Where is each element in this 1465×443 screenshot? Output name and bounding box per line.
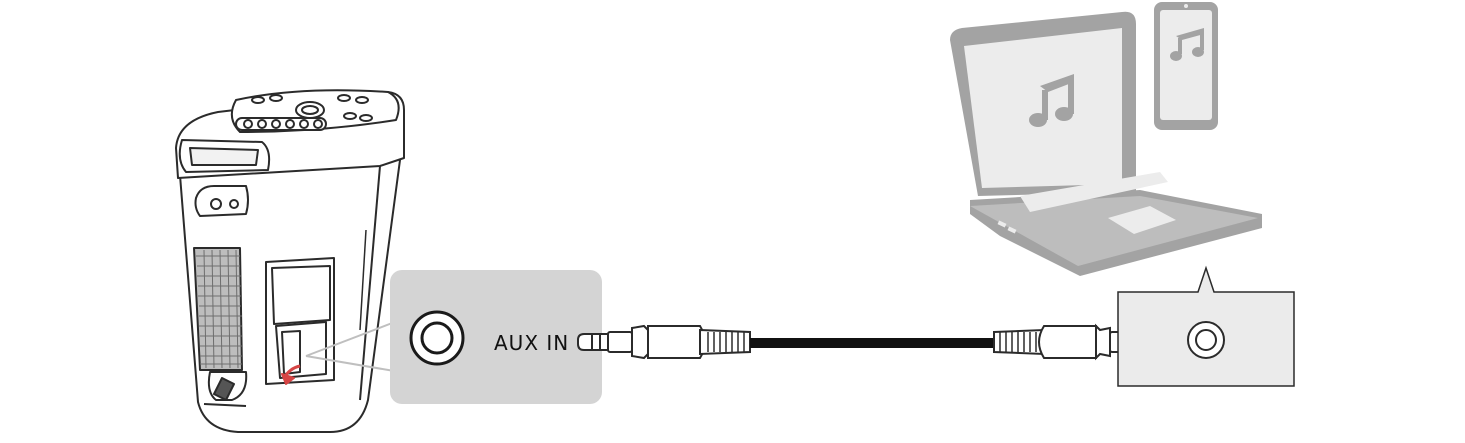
audio-cable-icon [577, 323, 1167, 361]
music-note-icon [1170, 28, 1204, 61]
smartphone-icon [1154, 2, 1218, 130]
laptop-icon [950, 11, 1262, 276]
callout-panel [390, 270, 602, 404]
device-jack-callout [1117, 265, 1295, 387]
callout-leader [305, 319, 401, 373]
aux-in-label: AUX IN [494, 331, 569, 355]
aux-in-callout: AUX IN [390, 270, 602, 404]
music-note-icon [1029, 74, 1074, 127]
speaker-icon [175, 89, 405, 433]
aux-jack-icon [409, 310, 465, 366]
aux-jack-icon [1187, 321, 1225, 359]
